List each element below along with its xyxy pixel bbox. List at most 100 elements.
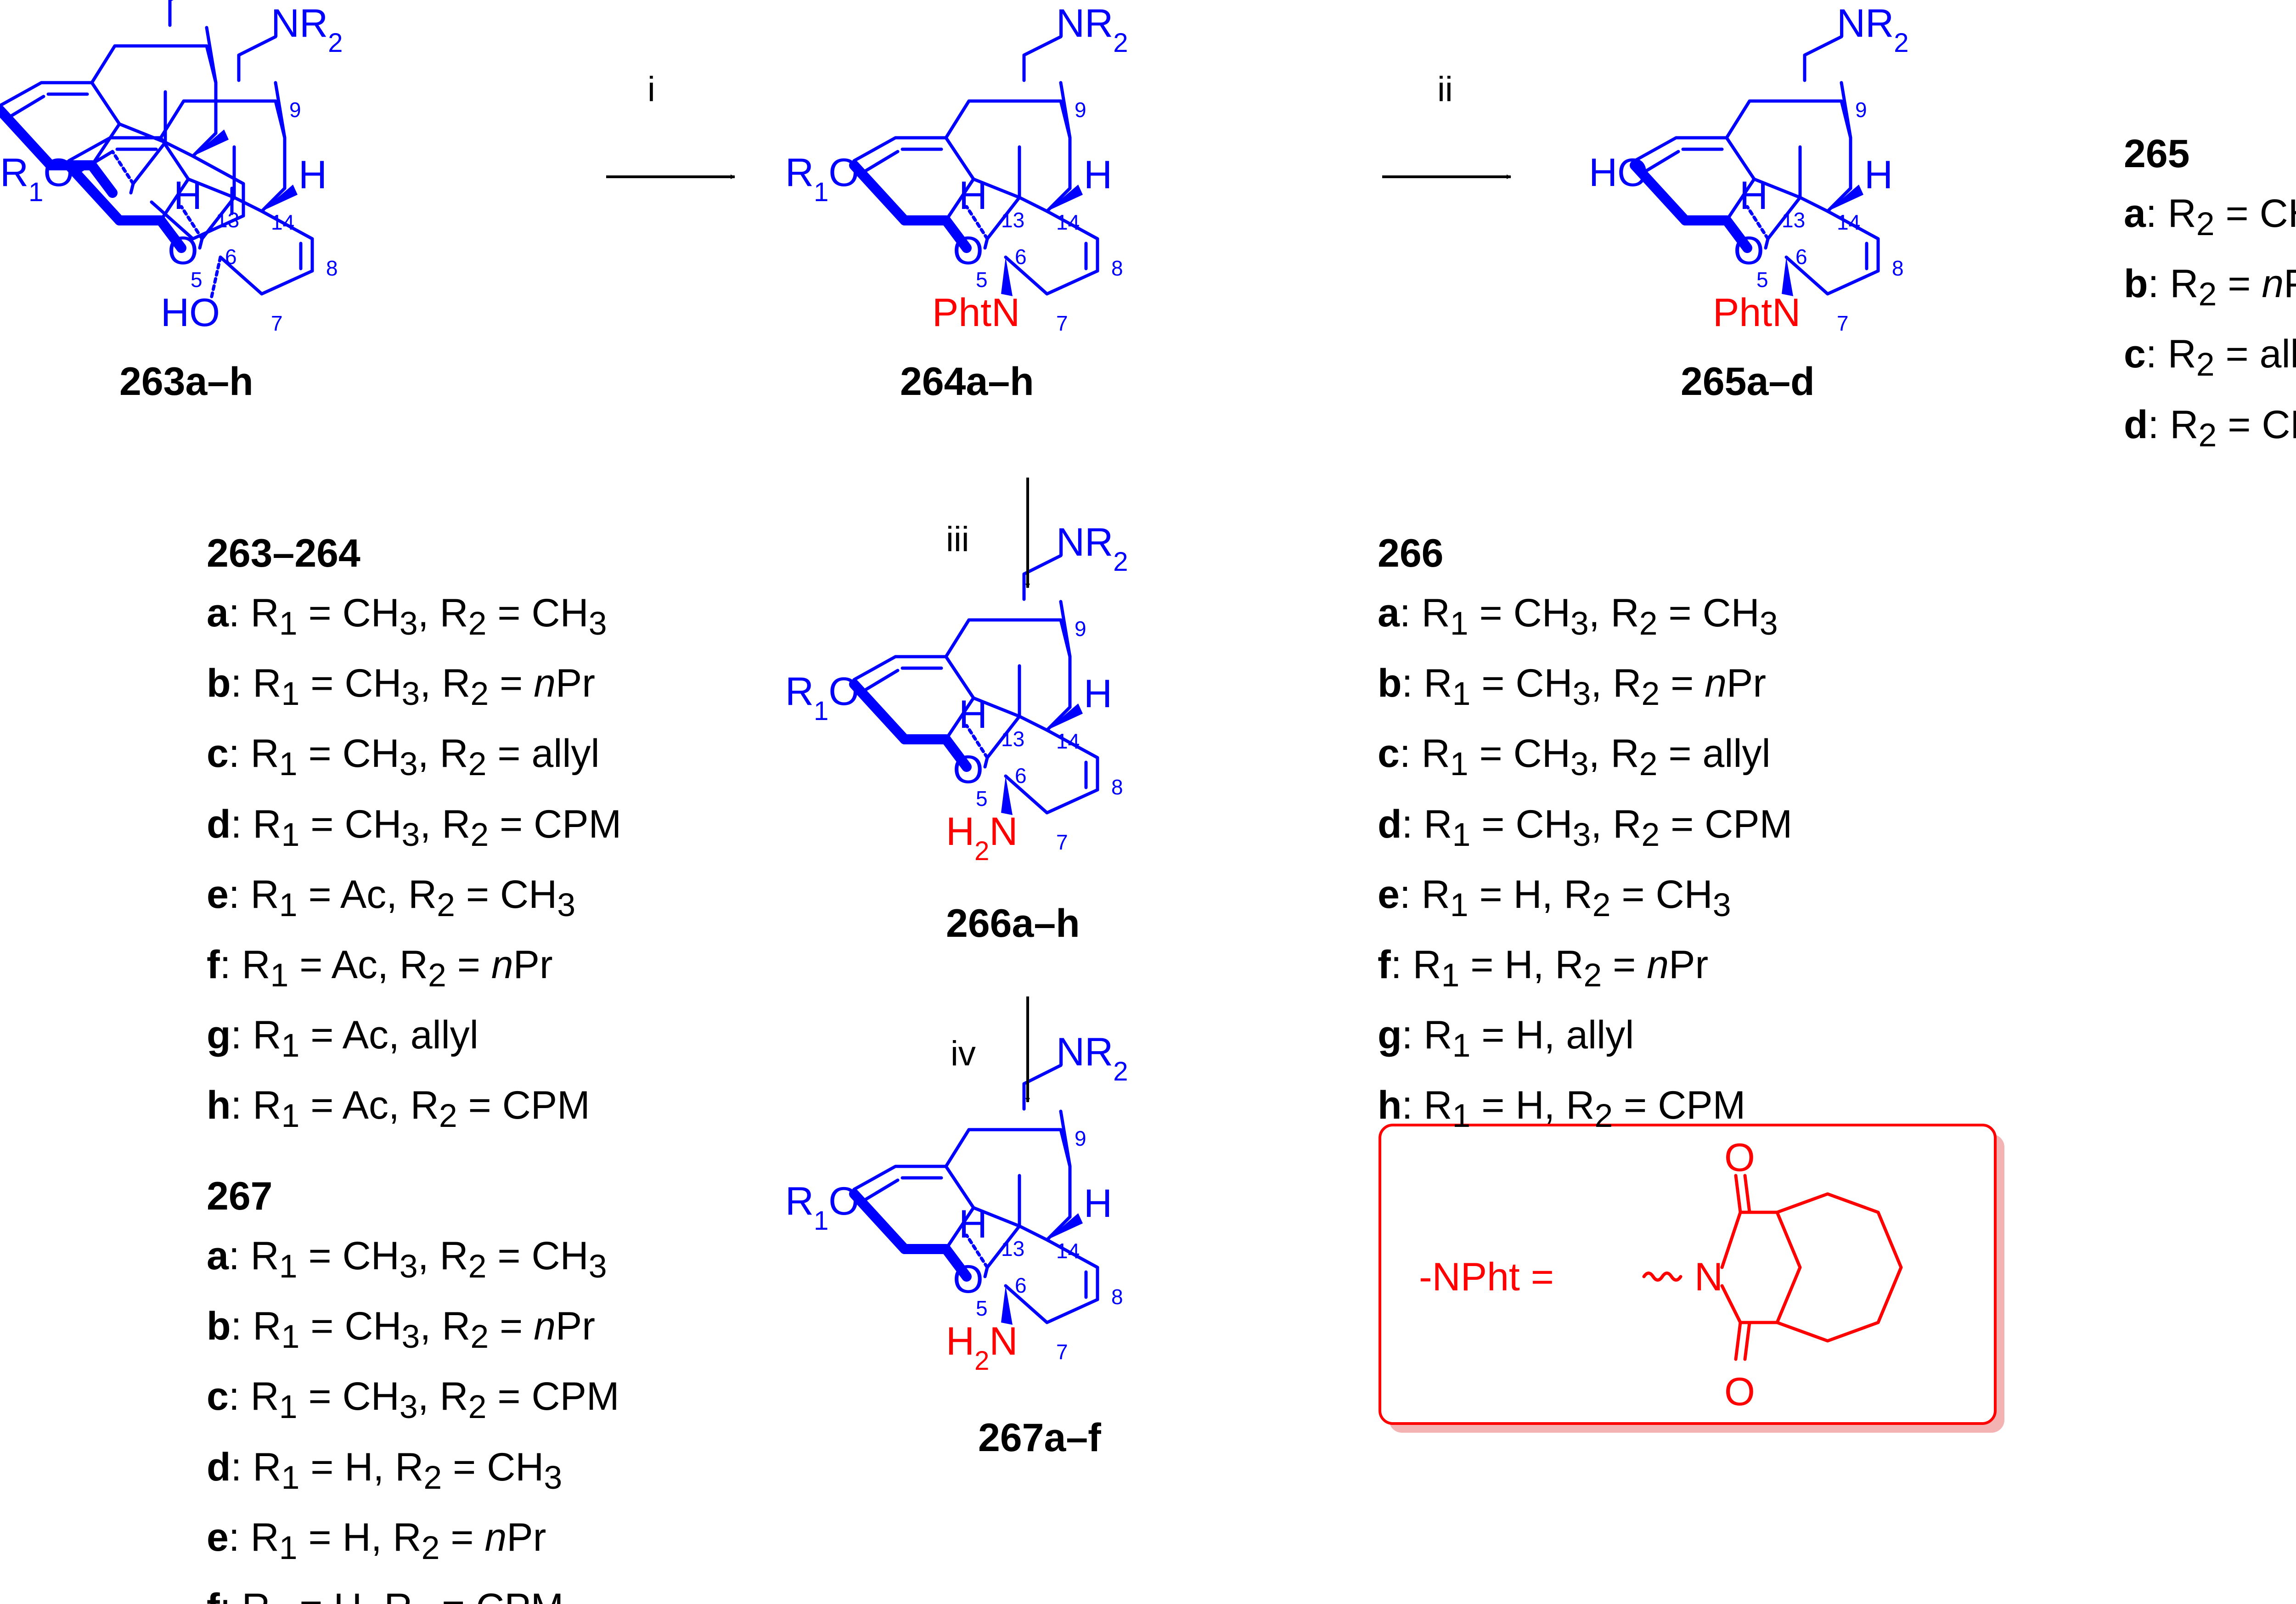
legend-row-text: R1 = H, R2 = CPM: [242, 1586, 563, 1604]
svg-text:5: 5: [976, 268, 988, 292]
svg-text:14: 14: [1056, 729, 1080, 753]
svg-text:9: 9: [1855, 98, 1867, 122]
svg-text:R1O: R1O: [785, 1179, 859, 1236]
legend-row-text: R1 = Ac, R2 = CPM: [253, 1083, 590, 1135]
svg-text:13: 13: [1001, 1237, 1024, 1261]
legend-row-key: d: [207, 802, 231, 846]
legend-row-text: R1 = CH3, R2 = allyl: [250, 732, 600, 783]
svg-text:O: O: [953, 229, 984, 273]
legend-row-text: R1 = Ac, allyl: [253, 1013, 478, 1064]
molecule-267: NR2 R1O O H H H2N 9 13 14 6 5 8 7: [785, 1030, 1128, 1376]
svg-text:5: 5: [976, 787, 988, 810]
legend-row-key: f: [207, 1586, 220, 1604]
bold-edge-left: [0, 105, 56, 170]
legend-row: e: R1 = Ac, R2 = CH3: [207, 872, 576, 923]
legend-row-key: b: [207, 661, 231, 706]
svg-text:5: 5: [191, 268, 203, 292]
svg-text:O: O: [168, 229, 198, 273]
svg-text:H: H: [298, 153, 327, 197]
molecule-264: NR2 R1O O H H PhtN 9 13 14 6 5 8 7: [785, 1, 1128, 335]
legend-row-key: h: [1378, 1083, 1402, 1128]
legend-row: c: R1 = CH3, R2 = allyl: [1378, 732, 1771, 783]
legend-row: a: R2 = CH3: [2124, 184, 2296, 254]
legend-row-key: a: [1378, 591, 1400, 635]
nphth-label: -NPht =: [1419, 1255, 1554, 1299]
legend-row-text: R1 = CH3, R2 = nPr: [253, 661, 596, 713]
legend-row: f: R1 = H, R2 = CPM: [207, 1578, 619, 1604]
legend-row-text: R1 = H, R2 = nPr: [1412, 942, 1709, 994]
legend-row: d: R1 = H, R2 = CH3: [207, 1445, 563, 1496]
svg-text:R1O: R1O: [785, 670, 859, 726]
legend-row-key: d: [2124, 402, 2148, 447]
svg-text:13: 13: [1001, 727, 1024, 751]
legend-row-key: b: [207, 1304, 231, 1349]
legend-row-key: f: [207, 942, 220, 987]
svg-text:7: 7: [271, 311, 283, 335]
svg-text:6: 6: [1015, 764, 1027, 788]
svg-text:13: 13: [216, 208, 239, 232]
legend-row-text: R1 = CH3, R2 = CPM: [1424, 802, 1793, 853]
svg-text:14: 14: [271, 210, 294, 234]
legend-row: f: R1 = H, R2 = nPr: [1378, 942, 1709, 994]
legend-row-text: R1 = CH3, R2 = CH3: [250, 1234, 607, 1285]
legend-row: f: R1 = Ac, R2 = nPr: [207, 942, 553, 994]
legend-row-key: a: [2124, 191, 2146, 236]
legend-row-text: R1 = H, allyl: [1424, 1013, 1634, 1064]
svg-text:H: H: [174, 174, 202, 218]
compound-266-label: 266a–h: [946, 901, 1080, 946]
legend-row: c: R1 = CH3, R2 = allyl: [207, 732, 600, 783]
legend-row-key: a: [207, 591, 229, 635]
svg-text:7: 7: [1056, 830, 1068, 854]
svg-text:H: H: [1084, 672, 1112, 716]
compound-265-label: 265a–d: [1681, 360, 1815, 404]
svg-text:H: H: [1864, 153, 1893, 197]
legend-row-key: f: [1378, 942, 1391, 987]
svg-text:NR2: NR2: [1056, 1, 1128, 58]
legend-row-text: R1 = H, R2 = CPM: [1424, 1083, 1746, 1135]
svg-text:13: 13: [1001, 208, 1024, 232]
svg-text:8: 8: [1111, 775, 1123, 799]
legend-row: a: R1 = CH3, R2 = CH3: [207, 591, 607, 642]
svg-text:7: 7: [1056, 311, 1068, 335]
legend-row-text: R1 = CH3, R2 = nPr: [1424, 661, 1767, 713]
legend-row-key: d: [207, 1445, 231, 1489]
legend-row-text: R1 = Ac, R2 = nPr: [242, 942, 553, 994]
legend-heading: 265: [2124, 132, 2190, 176]
legend-row-text: R2 = CH3: [2167, 191, 2296, 243]
legend-heading: 266: [1378, 531, 1444, 575]
svg-text:PhtN: PhtN: [1713, 291, 1801, 335]
legend-row: h: R1 = H, R2 = CPM: [1378, 1083, 1746, 1135]
wavy-bond: [1642, 1272, 1683, 1282]
compound-267-label: 267a–f: [978, 1416, 1101, 1460]
legend-row: g: R1 = Ac, allyl: [207, 1013, 478, 1064]
svg-text:14: 14: [1837, 210, 1860, 234]
svg-text:9: 9: [1075, 1126, 1086, 1150]
svg-text:R1O: R1O: [0, 151, 74, 207]
legend-row-key: a: [207, 1234, 229, 1278]
svg-text:NR2: NR2: [1056, 1030, 1128, 1086]
legend-row: e: R1 = H, R2 = nPr: [207, 1515, 546, 1566]
svg-text:NR2: NR2: [271, 1, 343, 58]
legend-row: b: R1 = CH3, R2 = nPr: [207, 1304, 596, 1356]
svg-text:NR2: NR2: [1837, 1, 1908, 58]
legend-row: d: R2 = CPM: [2124, 395, 2296, 465]
legend-row-text: R2 = allyl: [2167, 332, 2296, 383]
svg-text:9: 9: [1075, 98, 1086, 122]
step-i-label: i: [647, 70, 655, 109]
step-ii-label: ii: [1437, 70, 1453, 109]
svg-text:R1O: R1O: [785, 151, 859, 207]
svg-text:8: 8: [1892, 256, 1904, 280]
svg-text:6: 6: [1015, 245, 1027, 269]
legend-row: d: R1 = CH3, R2 = CPM: [207, 802, 622, 853]
legend-row: a: R1 = CH3, R2 = CH3: [1378, 591, 1778, 642]
svg-text:N: N: [1694, 1255, 1723, 1299]
legend-row: c: R1 = CH3, R2 = CPM: [207, 1374, 619, 1426]
legend-row-key: b: [1378, 661, 1402, 706]
svg-text:H: H: [1739, 174, 1768, 218]
legend-row-text: R1 = CH3, R2 = nPr: [253, 1304, 596, 1356]
